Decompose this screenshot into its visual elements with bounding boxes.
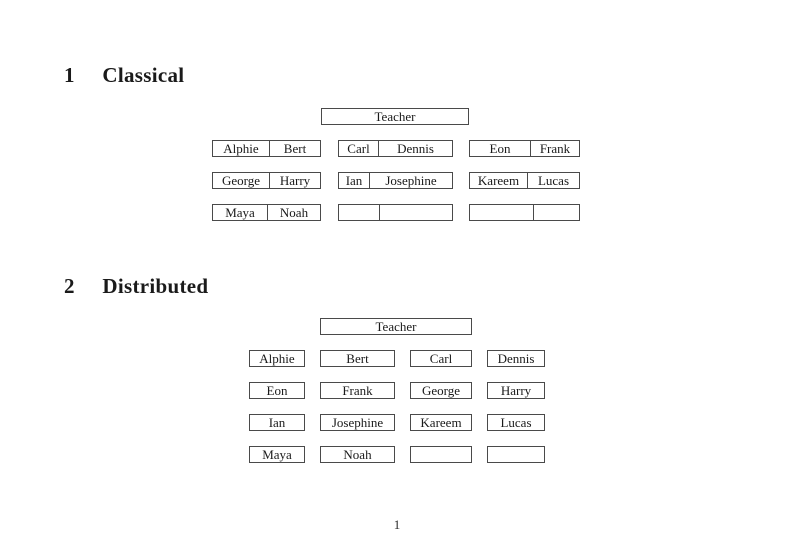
student-box: Dennis [487, 350, 545, 367]
desk-box: Maya Noah [212, 204, 321, 221]
teacher-box: Teacher [320, 318, 472, 335]
section-number: 1 [64, 63, 75, 87]
desk-box: Eon Frank [469, 140, 580, 157]
desk-box-empty [338, 204, 453, 221]
section-number: 2 [64, 274, 75, 298]
desk-cell: Bert [283, 141, 307, 156]
desk-box-empty [469, 204, 580, 221]
desk-box: Alphie Bert [212, 140, 321, 157]
desk-cell: Frank [539, 141, 571, 156]
desk-cell: Alphie [213, 141, 270, 156]
desk-cell: Noah [279, 205, 309, 220]
student-box: Lucas [487, 414, 545, 431]
desk-cell: Dennis [397, 141, 434, 156]
student-box: Bert [320, 350, 395, 367]
desk-cell: Carl [339, 141, 379, 156]
section-title: Classical [102, 63, 185, 87]
student-box: Alphie [249, 350, 305, 367]
student-box: Maya [249, 446, 305, 463]
desk-cell-empty [470, 205, 534, 220]
student-box: Kareem [410, 414, 472, 431]
page-number: 1 [393, 517, 401, 532]
student-box: Eon [249, 382, 305, 399]
student-box-empty [487, 446, 545, 463]
student-box: Carl [410, 350, 472, 367]
desk-cell: Eon [470, 141, 531, 156]
section-title: Distributed [102, 274, 209, 298]
student-box: Ian [249, 414, 305, 431]
desk-cell: Harry [279, 173, 311, 188]
desk-cell: Josephine [385, 173, 437, 188]
student-box-empty [410, 446, 472, 463]
desk-box: George Harry [212, 172, 321, 189]
desk-cell: Ian [339, 173, 370, 188]
desk-box: Kareem Lucas [469, 172, 580, 189]
desk-cell-empty [380, 205, 452, 220]
desk-cell-empty [534, 205, 579, 220]
desk-cell-empty [339, 205, 380, 220]
desk-cell: Maya [213, 205, 268, 220]
section-heading-classical: 1 Classical [64, 63, 184, 88]
student-box: Josephine [320, 414, 395, 431]
desk-box: Carl Dennis [338, 140, 453, 157]
section-heading-distributed: 2 Distributed [64, 274, 208, 299]
student-box: Noah [320, 446, 395, 463]
desk-cell: George [213, 173, 270, 188]
student-box: Frank [320, 382, 395, 399]
student-box: George [410, 382, 472, 399]
desk-box: Ian Josephine [338, 172, 453, 189]
desk-cell: Lucas [537, 173, 570, 188]
teacher-box: Teacher [321, 108, 469, 125]
desk-cell: Kareem [470, 173, 528, 188]
student-box: Harry [487, 382, 545, 399]
